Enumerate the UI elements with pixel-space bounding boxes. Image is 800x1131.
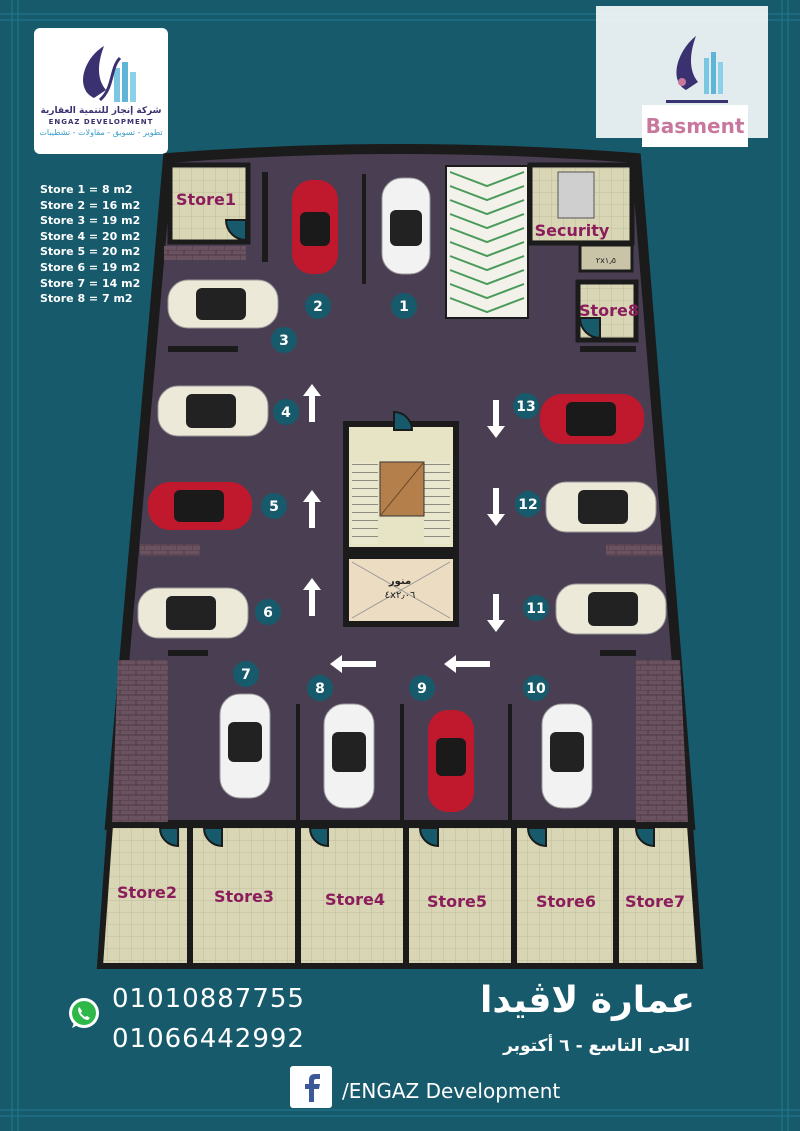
store-area-item: Store 7 = 14 m2 xyxy=(40,276,141,290)
company-logo: شركة إنجاز للتنمية العقارية ENGAZ DEVELO… xyxy=(34,28,168,154)
building-location: الحى التاسع - ٦ أكتوبر xyxy=(503,1036,690,1056)
parking-number: 4 xyxy=(281,405,291,421)
store5-label: Store5 xyxy=(427,892,487,911)
phone-number-2[interactable]: 01066442992 xyxy=(112,1024,305,1054)
logo-services: تطوير - تسويق - مقاولات - تشطيبات xyxy=(39,128,163,137)
parking-number: 10 xyxy=(526,681,546,697)
parking-number: 13 xyxy=(516,399,535,415)
parking-number-markers xyxy=(233,293,549,701)
store-area-item: Store 5 = 20 m2 xyxy=(40,245,141,259)
store-area-item: Store 3 = 19 m2 xyxy=(40,214,141,228)
right-ramp xyxy=(636,660,688,822)
store-areas-list: Store 1 = 8 m2 Store 2 = 16 m2 Store 3 =… xyxy=(40,182,140,307)
store-area-item: Store 4 = 20 m2 xyxy=(40,229,141,243)
parking-number: 5 xyxy=(269,499,279,515)
store-area-item: Store 2 = 16 m2 xyxy=(40,198,141,212)
store-area-item: Store 1 = 8 m2 xyxy=(40,183,133,196)
store4-label: Store4 xyxy=(325,890,385,909)
shaft-dimension: ٤x٢٫٠٦ xyxy=(385,590,416,601)
whatsapp-icon xyxy=(69,998,99,1028)
facebook-icon[interactable] xyxy=(290,1066,332,1108)
level-label: Basment xyxy=(642,105,748,147)
parking-number: 6 xyxy=(263,605,273,621)
left-ramp xyxy=(112,660,168,822)
building-name: عمارة لاڤيدا xyxy=(480,980,695,1021)
wc-dimension: ٢x١٫٥ xyxy=(596,256,616,265)
parking-number: 3 xyxy=(279,333,289,349)
security-label: Security xyxy=(535,221,610,240)
store8-room xyxy=(575,279,639,343)
store2-label: Store2 xyxy=(117,883,177,902)
parking-number: 11 xyxy=(526,601,545,617)
store6-label: Store6 xyxy=(536,892,596,911)
facebook-handle[interactable]: /ENGAZ Development xyxy=(342,1079,561,1103)
parked-cars xyxy=(137,177,667,812)
wc-room xyxy=(578,243,634,273)
store-area-item: Store 8 = 7 m2 xyxy=(40,292,133,306)
logo-arabic-name: شركة إنجاز للتنمية العقارية xyxy=(40,106,162,116)
store8-label: Store8 xyxy=(579,301,639,320)
shaft-label: منور xyxy=(388,576,411,587)
parking-number: 8 xyxy=(315,681,325,697)
parking-number: 1 xyxy=(399,299,409,315)
store1-label: Store1 xyxy=(176,190,236,209)
phone-number-1[interactable]: 01010887755 xyxy=(112,984,305,1014)
traffic-arrows xyxy=(303,384,505,673)
parking-number: 12 xyxy=(518,497,537,513)
store7-label: Store7 xyxy=(625,892,685,911)
parking-number: 7 xyxy=(241,667,251,683)
store3-label: Store3 xyxy=(214,887,274,906)
logo-emblem-icon xyxy=(83,46,136,102)
bottom-stores xyxy=(96,822,704,969)
parking-number: 9 xyxy=(417,681,427,697)
logo-english-name: ENGAZ DEVELOPMENT xyxy=(48,118,154,126)
store-area-item: Store 6 = 19 m2 xyxy=(40,260,141,274)
parking-number: 2 xyxy=(313,299,323,315)
